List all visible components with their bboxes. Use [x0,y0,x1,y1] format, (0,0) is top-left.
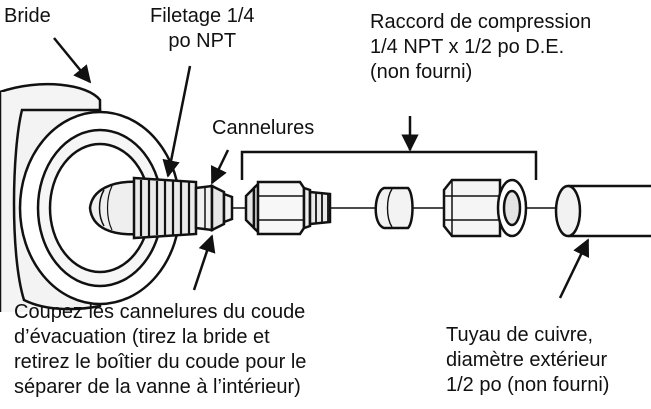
cut-arrow [192,234,216,291]
compression-nut [442,178,528,238]
pipe-arrow [558,238,590,299]
flange-arrow [53,37,92,84]
barb-section [194,183,234,233]
ferrule [374,186,414,230]
fitting-bracket [240,150,538,180]
barbs-arrow [210,149,230,185]
flange-label: Bride [4,5,51,27]
copper-pipe-label: Tuyau de cuivre, diamètre extérieur 1/2 … [446,324,610,396]
cut-instruction-label: Coupez les cannelures du coude d’évacuat… [14,301,307,398]
thread-label: Filetage 1/4 po NPT [150,5,255,52]
elbow-nozzle [88,180,142,236]
compression-body [244,180,332,236]
copper-pipe [554,184,651,238]
compression-fitting-label: Raccord de compression 1/4 NPT x 1/2 po … [370,11,592,83]
barbs-label: Cannelures [212,117,315,139]
thread-arrow [162,65,192,178]
npt-thread-section [132,176,198,240]
